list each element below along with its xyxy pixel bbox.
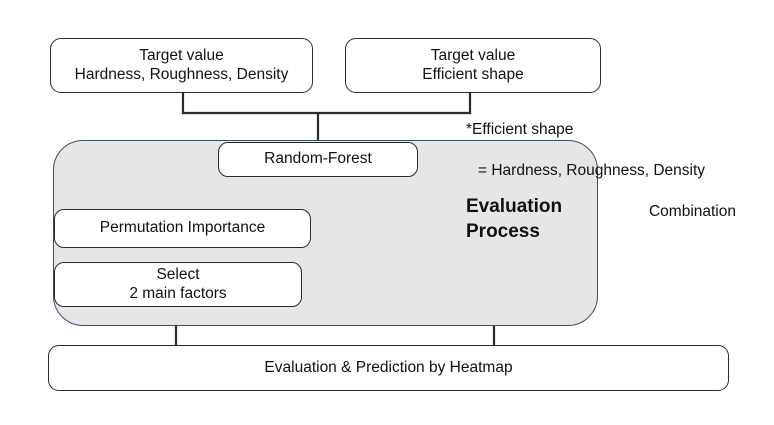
node-target-value-efficient-shape[interactable]: Target value Efficient shape (345, 38, 601, 93)
node-random-forest[interactable]: Random-Forest (218, 142, 418, 177)
efficient-shape-note: *Efficient shape = Hardness, Roughness, … (466, 99, 772, 243)
node-evaluation-prediction-heatmap[interactable]: Evaluation & Prediction by Heatmap (48, 345, 729, 391)
node-permutation-importance[interactable]: Permutation Importance (54, 209, 311, 248)
evaluation-process-label: Evaluation Process (466, 196, 563, 243)
note-line-3: Combination (648, 203, 736, 221)
note-line-1: *Efficient shape (466, 120, 574, 138)
node-select-two-main-factors[interactable]: Select 2 main factors (54, 262, 302, 307)
node-target-value-properties[interactable]: Target value Hardness, Roughness, Densit… (50, 38, 313, 93)
note-line-2: = Hardness, Roughness, Density (478, 161, 706, 179)
